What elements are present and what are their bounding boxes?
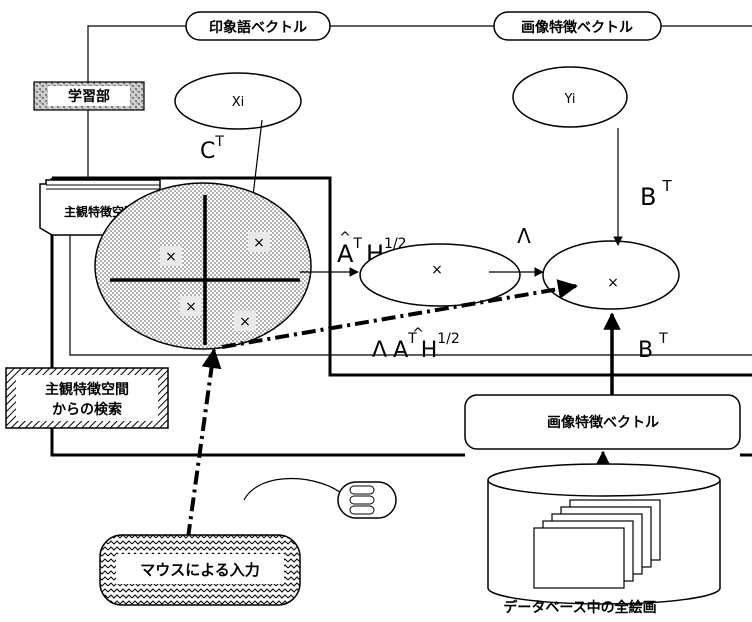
database-cylinder	[487, 463, 721, 605]
xi-label: Xi	[232, 95, 245, 110]
right-cross: ×	[607, 275, 619, 291]
database-caption: データベース中の全絵画	[503, 599, 656, 616]
mouse-icon	[243, 477, 397, 519]
image-feature-vector-top-box	[493, 11, 662, 41]
subjective-space-ellipse	[94, 182, 312, 350]
query-arrow	[221, 279, 578, 349]
ct-label: CT	[200, 134, 224, 164]
learning-unit-label: 学習部	[68, 88, 110, 105]
lambda-ah-hat: ^	[412, 326, 424, 342]
ah-hat: ^	[339, 230, 351, 246]
learning-unit-box: 学習部	[33, 81, 145, 111]
impression-vector-box	[185, 11, 331, 41]
yi-label: Yi	[563, 92, 575, 107]
mouse-input-label: マウスによる入力	[140, 561, 260, 579]
mouse-input-box: マウスによる入力	[99, 534, 301, 606]
image-feature-vector-bottom-box	[464, 394, 741, 450]
cross-2: ×	[165, 249, 177, 265]
search-line2: からの検索	[52, 401, 122, 418]
cross-4: ×	[239, 314, 251, 330]
learning-frame	[69, 25, 752, 356]
xi-ellipse	[174, 72, 302, 130]
search-line1: 主観特徴空間	[45, 381, 129, 398]
search-box: 主観特徴空間 からの検索	[5, 367, 169, 429]
xi-to-space-arrow	[248, 119, 263, 205]
image-feature-vector-bottom-label: 画像特徴ベクトル	[547, 414, 659, 431]
image-feature-vector-top-label: 画像特徴ベクトル	[521, 19, 633, 36]
impression-vector-label: 印象語ベクトル	[209, 19, 307, 36]
mouse-input-arrow	[186, 348, 222, 539]
yi-ellipse	[512, 66, 628, 128]
search-frame	[50, 176, 752, 457]
cross-3: ×	[185, 299, 197, 315]
lambda-label: Λ	[517, 224, 531, 248]
middle-cross: ×	[431, 262, 443, 278]
cross-1: ×	[253, 235, 265, 251]
middle-ellipse	[359, 243, 521, 307]
